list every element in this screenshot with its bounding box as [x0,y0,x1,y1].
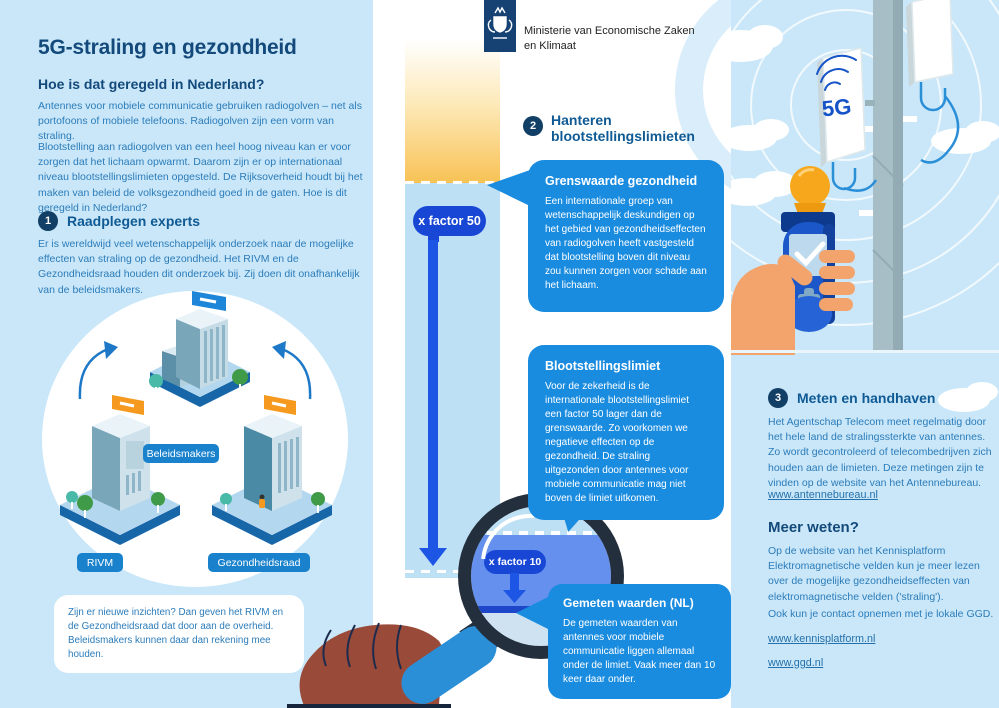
building-beleidsmakers [149,291,250,407]
bubble-2-body: Voor de zekerheid is de internationale b… [545,381,689,504]
cycle-arrow-icon [78,347,312,400]
intro-paragraph-1: Antennes voor mobiele communicatie gebru… [38,100,362,143]
note-box: Zijn er nieuwe inzichten? Dan geven het … [54,595,304,673]
bubble-1-body: Een internationale groep van wetenschapp… [545,196,707,291]
bubble-2-title: Blootstellingslimiet [545,359,661,373]
experts-buildings-illustration [60,291,332,545]
step-3-number: 3 [768,388,788,408]
factor-50-badge-stem [428,234,439,242]
sensor-ball [790,166,830,206]
label-beleidsmakers: Beleidsmakers [143,444,219,463]
factor-50-arrow-line [428,240,438,550]
measuring-device-and-hand [731,166,855,355]
hand-holding-device [731,263,795,355]
step-2-number: 2 [523,116,543,136]
link-antennebureau[interactable]: www.antennebureau.nl [768,489,878,501]
clouds [731,25,999,206]
antenna-panel-right [906,0,960,164]
antenna-5g-label: 5G [820,93,853,122]
antenna-panel-5g [816,47,878,192]
radio-waves-icon [816,54,857,91]
page-title: 5G-straling en gezondheid [38,36,297,59]
safe-zone-bar [405,183,500,578]
gemeten-dashed-line [405,570,500,573]
building-rivm [60,395,180,545]
danger-zone-gradient [405,40,500,183]
step-1-title: Raadplegen experts [67,213,201,229]
meer-weten-body-1: Op de website van het Kennisplatform Ele… [768,545,980,603]
step-1-body: Er is wereldwijd veel wetenschappelijk o… [38,238,360,296]
ministry-name-line2: en Klimaat [524,39,576,52]
page-subtitle: Hoe is dat geregeld in Nederland? [38,76,265,92]
illustration-baseline [731,350,999,353]
step-2-title-line2: blootstellingslimieten [551,127,695,144]
step-3-title: Meten en handhaven [797,390,936,406]
antenna-mast-illustration [731,0,999,355]
grenswaarde-dashed-line [405,181,500,184]
exposure-scale-bar [405,40,500,578]
small-cloud [938,382,998,412]
factor-50-badge: x factor 50 [413,206,486,236]
bubble-blootstellingslimiet: Blootstellingslimiet Voor de zekerheid i… [528,345,724,520]
bubble-3-body: De gemeten waarden van antennes voor mob… [563,618,716,685]
intro-paragraph-2: Blootstelling aan radiogolven van een he… [38,141,363,214]
ministry-name: Ministerie van Economische Zaken en Klim… [524,24,695,54]
step-1-number: 1 [38,211,58,231]
building-gezondheidsraad [212,395,332,545]
link-kennisplatform[interactable]: www.kennisplatform.nl [768,633,876,645]
rijksoverheid-crest-icon [487,6,513,39]
rijksoverheid-logo [484,0,516,52]
link-ggd[interactable]: www.ggd.nl [768,657,824,669]
meer-weten-body-2: Ook kun je contact opnemen met je lokale… [768,608,994,620]
step-2-title-line1: Hanteren [551,112,612,128]
checkmark-icon [794,241,826,267]
bubble-3-title: Gemeten waarden (NL) [563,596,694,610]
ministry-name-line1: Ministerie van Economische Zaken [524,25,695,37]
label-rivm: RIVM [77,553,123,572]
bubble-gemeten-waarden: Gemeten waarden (NL) De gemeten waarden … [548,584,731,699]
bubble-grenswaarde: Grenswaarde gezondheid Een international… [528,160,724,312]
meer-weten-title: Meer weten? [768,519,859,536]
label-gezondheidsraad: Gezondheidsraad [208,553,310,572]
bubble-1-title: Grenswaarde gezondheid [545,174,698,188]
step-2-title: Hanteren blootstellingslimieten [551,112,695,144]
step-3-body: Het Agentschap Telecom meet regelmatig d… [768,416,992,489]
